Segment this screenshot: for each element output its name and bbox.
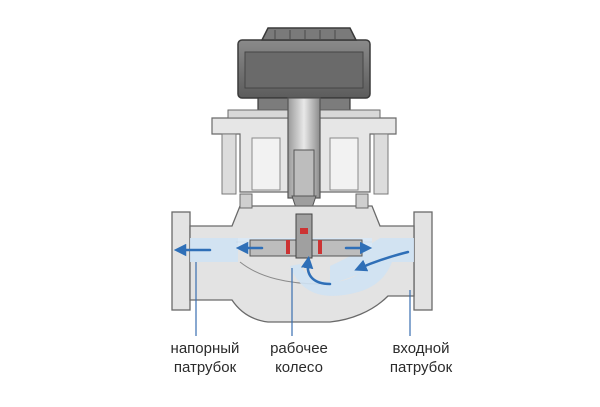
flow-arrows — [173, 241, 410, 286]
inlet-nozzle-label-line1: входной — [392, 340, 450, 357]
inlet-nozzle-label-line2: патрубок — [389, 359, 453, 376]
inlet-nozzle-label: входной патрубок — [356, 339, 486, 377]
outlet-nozzle-label-line1: напорный — [170, 340, 240, 357]
impeller-entry-arrow — [300, 255, 332, 286]
shaft — [287, 97, 321, 215]
impeller-label: рабочее колесо — [234, 339, 364, 377]
impeller — [249, 213, 363, 259]
outlet-nozzle-label: напорный патрубок — [140, 339, 270, 377]
leader-lines — [195, 262, 411, 336]
motor — [237, 27, 371, 111]
impeller-label-line1: рабочее — [270, 340, 328, 357]
inlet-arrow — [354, 250, 410, 272]
impeller-label-line2: колесо — [275, 359, 323, 376]
outlet-nozzle-label-line2: патрубок — [173, 359, 237, 376]
